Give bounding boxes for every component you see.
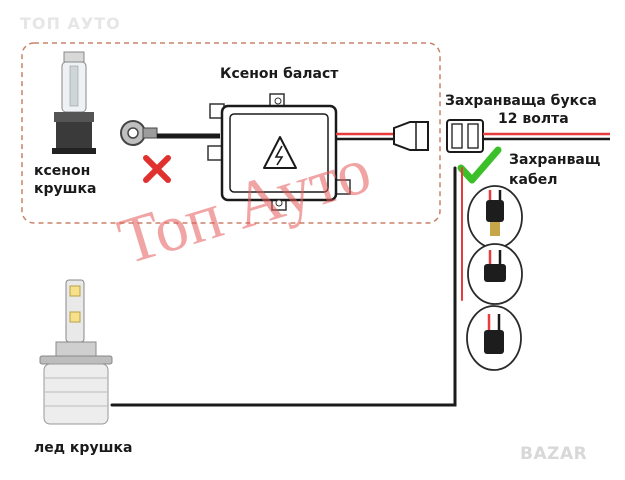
power-cable [110, 166, 463, 407]
xenon-bulb-label-line2: крушка [34, 181, 97, 197]
led-bulb-label: лед крушка [34, 440, 133, 456]
check-icon [457, 146, 502, 184]
cable-option-1 [467, 185, 523, 249]
ring-terminal [120, 120, 158, 146]
power-socket-label-line1: Захранваща букса [445, 93, 597, 109]
ballast-connector [393, 121, 429, 151]
xenon-bulb-label-line1: ксенон [34, 163, 91, 179]
cable-option-3 [466, 305, 522, 371]
cross-icon [143, 155, 171, 183]
power-cable-label-line2: кабел [509, 172, 558, 188]
ballast-input-wires [336, 132, 394, 141]
power-cable-label-line1: Захранващ [509, 152, 601, 168]
watermark-top: ТОП АУТО [20, 14, 121, 33]
ballast-label: Ксенон баласт [220, 66, 339, 82]
xenon-bulb [52, 51, 96, 154]
bazar-logo: BAZAR [520, 444, 588, 464]
power-socket-label-line2: 12 волта [498, 111, 569, 127]
power-socket-connector [446, 119, 610, 153]
led-bulb [39, 279, 113, 425]
lightning-icon [263, 136, 297, 169]
xenon-system-frame [21, 42, 441, 224]
cable-option-2 [467, 243, 523, 305]
